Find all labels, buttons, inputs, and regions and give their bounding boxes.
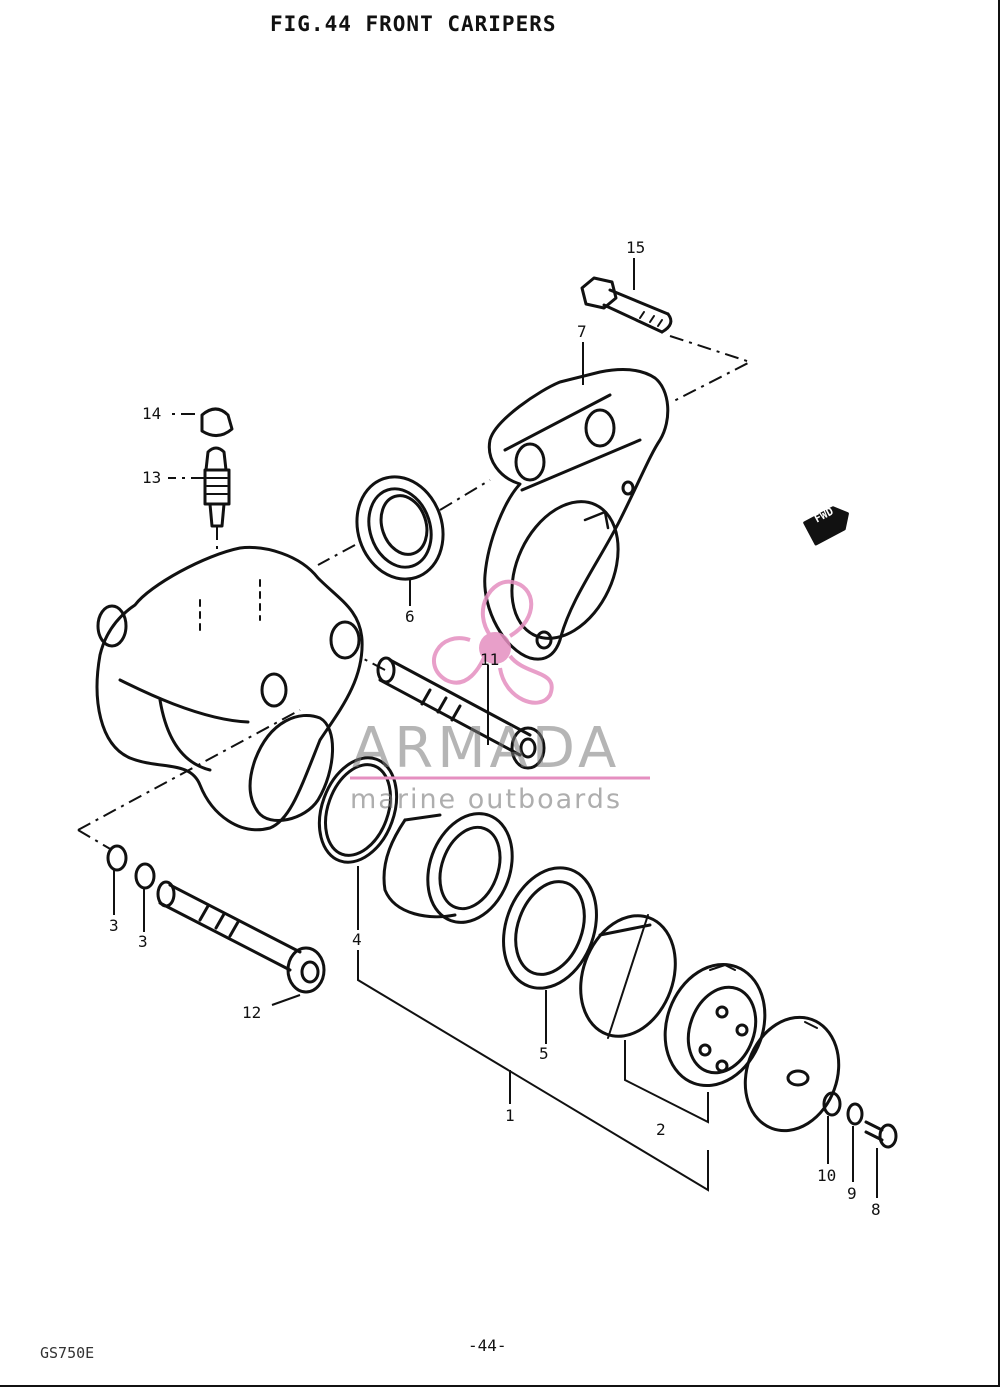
- callout-13: 13: [142, 468, 162, 487]
- callout-15: 15: [626, 238, 646, 257]
- slide-pin-11: [376, 656, 546, 770]
- bleeder-valve-13: [203, 446, 231, 528]
- spring-washer-9: [846, 1102, 864, 1126]
- o-ring-3a: [106, 844, 128, 872]
- seal-5: [502, 866, 598, 990]
- callout-6: 6: [405, 607, 415, 626]
- callout-1: 1: [505, 1106, 515, 1125]
- callout-11: 11: [480, 650, 500, 669]
- callout-7: 7: [577, 322, 587, 341]
- pad-shim: [663, 962, 767, 1088]
- model-code: GS750E: [40, 1344, 95, 1362]
- propeller-logo-icon: [432, 579, 554, 705]
- callout-4: 4: [352, 930, 362, 949]
- page-number: -44-: [468, 1336, 507, 1355]
- piston-seal-4: [317, 756, 399, 864]
- callout-3a: 3: [109, 916, 119, 935]
- piston: [382, 812, 514, 924]
- callout-10: 10: [817, 1166, 837, 1185]
- brake-pad-2: [579, 914, 677, 1039]
- callout-9: 9: [847, 1184, 857, 1203]
- callout-14: 14: [142, 404, 162, 423]
- watermark-brand: ARMADA: [352, 716, 621, 781]
- callout-2: 2: [656, 1120, 666, 1139]
- o-ring-3b: [134, 862, 156, 890]
- washer-10: [822, 1091, 842, 1117]
- bleeder-cap-14: [200, 407, 234, 437]
- cover-plate: [743, 1015, 841, 1133]
- assembly-line-15: [669, 335, 753, 403]
- caliper-housing: [95, 545, 364, 832]
- figure-title: FIG.44 FRONT CARIPERS: [270, 12, 557, 36]
- bolt-15: [580, 276, 673, 334]
- fwd-arrow-marker: [803, 506, 849, 546]
- callout-8: 8: [871, 1200, 881, 1219]
- dust-seal-6: [355, 475, 445, 581]
- callout-3b: 3: [138, 932, 148, 951]
- callout-12: 12: [242, 1003, 262, 1022]
- watermark-tagline: marine outboards: [350, 784, 623, 815]
- caliper-bracket-7: [483, 368, 670, 661]
- slide-pin-12: [156, 880, 326, 994]
- callout-5: 5: [539, 1044, 549, 1063]
- screw-8: [864, 1120, 898, 1149]
